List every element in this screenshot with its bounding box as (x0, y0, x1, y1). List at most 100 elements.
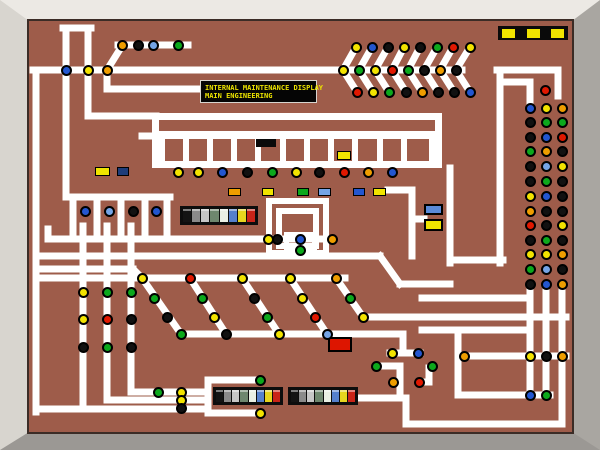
status-dot-y (82, 64, 94, 76)
status-dot-k (524, 160, 536, 172)
status-dot-y (357, 311, 369, 323)
status-dot-b (540, 131, 552, 143)
status-dot-k (432, 86, 444, 98)
status-dot-g (383, 86, 395, 98)
panel-lamp (526, 28, 540, 38)
status-dot-k (540, 219, 552, 231)
status-dot-y (540, 102, 552, 114)
status-dot-b (524, 389, 536, 401)
status-strip-segment (201, 209, 210, 222)
status-dot-b (294, 233, 306, 245)
panel-lamp (551, 28, 564, 38)
status-dot-k (125, 341, 137, 353)
status-dot-r (413, 376, 425, 388)
status-dot-r (556, 131, 568, 143)
status-strip-segment (264, 390, 272, 402)
status-dot-y (398, 41, 410, 53)
status-dot-k (271, 233, 283, 245)
status-dot-k (241, 166, 253, 178)
status-dot-g (101, 286, 113, 298)
status-dot-o (540, 145, 552, 157)
panel-lamp (502, 28, 515, 38)
status-dot-b (366, 41, 378, 53)
status-dot-k (540, 205, 552, 217)
status-strip-segment (291, 390, 299, 402)
status-dot-y (524, 248, 536, 260)
status-strip-segment (232, 390, 240, 402)
conduit-segment (185, 273, 231, 339)
status-dot-k (448, 86, 460, 98)
status-dot-b (216, 166, 228, 178)
status-dot-k (556, 263, 568, 275)
manifold-tooth (255, 138, 261, 161)
indicator-box (424, 219, 443, 231)
status-dot-y (77, 286, 89, 298)
status-strip-segment (240, 390, 248, 402)
display-title-plate: INTERNAL MAINTENANCE DISPLAY MAIN ENGINE… (200, 80, 323, 103)
status-dot-k (540, 350, 552, 362)
status-dot-k (220, 328, 232, 340)
status-strip-segment (237, 209, 246, 222)
status-dot-o (556, 248, 568, 260)
status-dot-o (556, 350, 568, 362)
status-dot-y (192, 166, 204, 178)
status-strip-segment (192, 209, 201, 222)
status-dot-k (556, 205, 568, 217)
status-strip-segment (299, 390, 307, 402)
manifold-tooth (352, 138, 358, 161)
status-dot-y (386, 347, 398, 359)
status-dot-k (125, 313, 137, 325)
status-strip-segment (183, 209, 192, 222)
status-strip-segment (256, 390, 264, 402)
indicator-box (318, 188, 331, 196)
conduit-segment (237, 273, 284, 339)
status-dot-g (540, 116, 552, 128)
status-dot-lb (103, 205, 115, 217)
status-strip (213, 387, 283, 405)
status-dot-g (125, 286, 137, 298)
status-dot-g (175, 328, 187, 340)
status-dot-y (524, 350, 536, 362)
status-dot-lb (540, 263, 552, 275)
status-dot-b (412, 347, 424, 359)
manifold-tooth (159, 138, 165, 161)
status-dot-k (418, 64, 430, 76)
status-dot-k (524, 278, 536, 290)
status-dot-y (367, 86, 379, 98)
status-dot-y (254, 407, 266, 419)
maintenance-schematic-panel: INTERNAL MAINTENANCE DISPLAY MAIN ENGINE… (27, 19, 574, 434)
indicator-box (353, 188, 365, 196)
indicator-box (337, 151, 351, 160)
indicator-box (424, 204, 443, 215)
status-dot-b (540, 278, 552, 290)
status-dot-k (400, 86, 412, 98)
status-dot-g (524, 263, 536, 275)
status-strip-segment (339, 390, 347, 402)
status-dot-o (556, 102, 568, 114)
status-strip-segment (246, 209, 255, 222)
manifold-tooth (280, 138, 286, 161)
status-dot-g (148, 292, 160, 304)
manifold-tooth (231, 138, 237, 161)
status-dot-g (426, 360, 438, 372)
indicator-box (328, 337, 352, 352)
status-dot-y (172, 166, 184, 178)
status-dot-o (330, 272, 342, 284)
status-dot-y (296, 292, 308, 304)
status-dot-g (524, 145, 536, 157)
status-strip-segment (315, 390, 323, 402)
status-dot-o (556, 278, 568, 290)
status-dot-k (127, 205, 139, 217)
status-dot-g (370, 360, 382, 372)
status-dot-y (540, 248, 552, 260)
status-dot-k (414, 41, 426, 53)
status-dot-o (458, 350, 470, 362)
status-dot-o (387, 376, 399, 388)
status-dot-k (556, 175, 568, 187)
status-dot-b (79, 205, 91, 217)
status-dot-k (175, 402, 187, 414)
status-dot-g (101, 341, 113, 353)
status-dot-g (266, 166, 278, 178)
status-dot-y (77, 313, 89, 325)
status-dot-k (248, 292, 260, 304)
